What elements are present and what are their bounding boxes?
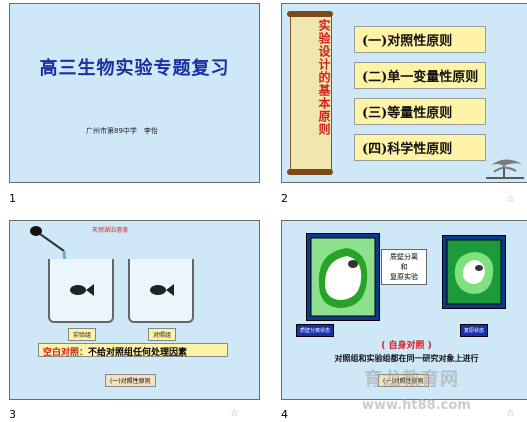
- blank-control-term: 空白对照：: [43, 348, 89, 358]
- slide-1-author: 广州市第89中学 李怡: [86, 127, 158, 135]
- plant-cell-icon: [446, 239, 502, 305]
- slide-3-footer[interactable]: (一)对照性原则: [105, 374, 156, 387]
- watermark-url: www.ht88.com: [362, 398, 471, 413]
- slide-1-title: 高三生物实验专题复习: [39, 58, 230, 79]
- beaker-right-label: 对照组: [148, 328, 177, 341]
- fish-icon: [70, 284, 94, 296]
- slide-4-footer[interactable]: (一)对照性原则: [378, 374, 429, 387]
- principle-list: (一)对照性原则 (二)单一变量性原则 (三)等量性原则 (四)科学性原则: [354, 26, 487, 170]
- slide-1-number: 1: [9, 192, 16, 205]
- slide-2[interactable]: 实验设计的基本原则 (一)对照性原则 (二)单一变量性原则 (三)等量性原则 (…: [281, 3, 527, 183]
- plant-cell-icon: [310, 237, 376, 317]
- star-icon: ☆: [230, 408, 239, 419]
- beaker-left: [48, 259, 114, 323]
- cell-right: [442, 235, 506, 309]
- tree-icon: [486, 159, 524, 179]
- principle-item-1: (一)对照性原则: [354, 26, 487, 53]
- scroll-icon: 实验设计的基本原则: [287, 11, 333, 175]
- blank-control-bar: 空白对照：不给对照组任何处理因素: [38, 343, 228, 358]
- fish-icon: [150, 284, 174, 296]
- slide-3-number: 3: [9, 408, 16, 421]
- self-control-desc: 对照组和实验组都在同一研究对象上进行: [334, 354, 479, 363]
- slide-4[interactable]: 质壁分离 和 复原实验 质壁分离状态 复原状态 ( 自身对照 ) 对照组和实验组…: [281, 220, 527, 400]
- principle-item-3: (三)等量性原则: [354, 98, 487, 125]
- star-icon: ☆: [506, 194, 515, 205]
- beaker-right: [128, 259, 194, 323]
- slide-2-number: 2: [281, 192, 288, 205]
- star-icon: ☆: [506, 408, 515, 419]
- self-control-caption: ( 自身对照 ): [381, 341, 432, 351]
- slide-3[interactable]: 天然湖泊溶液 实验组 对照组 空白对照：不给对照组任何处理因素 (一)对照性原则: [9, 220, 260, 400]
- middle-note-text: 质壁分离 和 复原实验: [390, 253, 418, 281]
- middle-note: 质壁分离 和 复原实验: [381, 249, 427, 285]
- slide-4-number: 4: [281, 408, 288, 421]
- scroll-text: 实验设计的基本原则: [317, 19, 331, 136]
- dropper-label: 天然湖泊溶液: [92, 227, 129, 234]
- right-cell-label: 复原状态: [460, 324, 489, 337]
- cell-left: [306, 233, 380, 321]
- blank-control-desc: 不给对照组任何处理因素: [88, 348, 188, 358]
- principle-item-4: (四)科学性原则: [354, 134, 487, 161]
- watermark-cn: 育龙教育网: [364, 369, 459, 390]
- slide-1[interactable]: 高三生物实验专题复习 广州市第89中学 李怡: [9, 3, 260, 183]
- beaker-left-label: 实验组: [68, 328, 97, 341]
- left-cell-label: 质壁分离状态: [296, 324, 335, 337]
- principle-item-2: (二)单一变量性原则: [354, 62, 487, 89]
